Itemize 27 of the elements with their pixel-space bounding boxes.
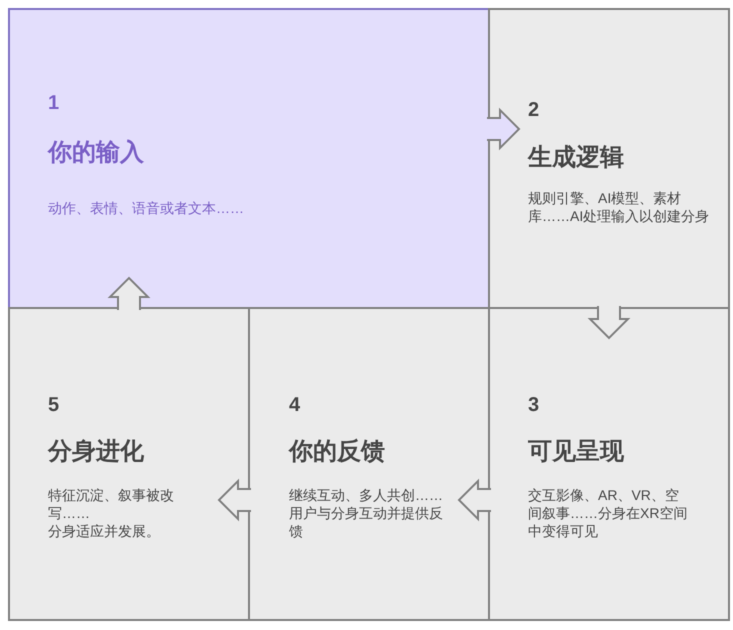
block-arrow <box>108 276 150 311</box>
step-title: 生成逻辑 <box>528 143 624 173</box>
process-box <box>488 8 730 309</box>
block-arrow <box>218 478 252 522</box>
block-arrow <box>458 478 492 522</box>
process-box <box>8 307 250 621</box>
description-text: 交互影像、AR、VR、空间叙事……分身在XR空间中变得可见 <box>528 486 688 540</box>
step-title: 可见呈现 <box>528 437 624 467</box>
process-box <box>248 307 490 621</box>
block-arrow <box>486 108 520 150</box>
description-text: 分身适应并发展。 <box>48 522 160 540</box>
step-title: 分身进化 <box>48 437 144 467</box>
step-title: 你的输入 <box>48 138 144 168</box>
description-text: 规则引擎、AI模型、素材库……AI处理输入以创建分身 <box>528 189 710 225</box>
step-number: 1 <box>48 91 60 115</box>
step-number: 5 <box>48 393 60 417</box>
step-title: 你的反馈 <box>289 437 385 467</box>
step-number: 4 <box>289 393 300 417</box>
step-number: 3 <box>528 393 540 417</box>
step-number: 2 <box>528 98 540 122</box>
description-text: 继续互动、多人共创…… <box>289 486 443 504</box>
process-box <box>8 8 490 309</box>
description-text: 特征沉淀、叙事被改写…… <box>48 486 175 522</box>
block-arrow <box>588 305 630 340</box>
description-text: 动作、表情、语音或者文本…… <box>48 199 244 217</box>
process-box <box>488 307 730 621</box>
description-text: 用户与分身互动并提供反馈 <box>289 504 444 540</box>
